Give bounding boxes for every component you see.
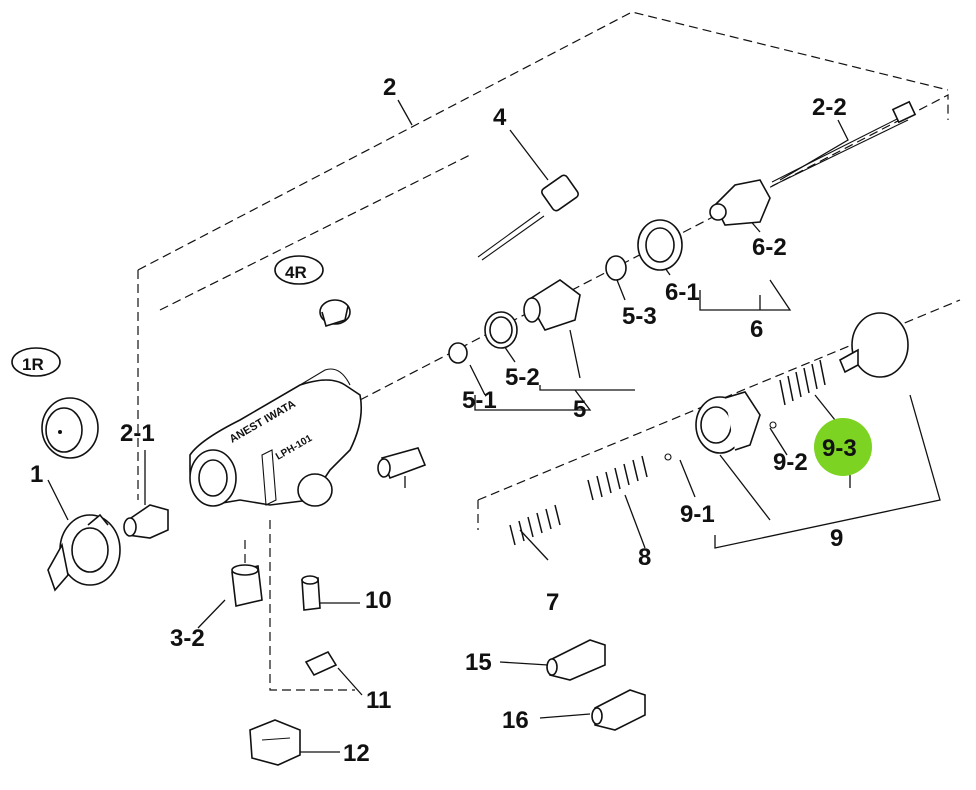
- label-1: 1: [30, 461, 43, 488]
- connector-15: [546, 639, 606, 681]
- label-9-1: 9-1: [680, 501, 715, 528]
- needle-packing-set: [637, 179, 771, 271]
- label-8: 8: [638, 544, 651, 571]
- packing-set: [448, 255, 627, 364]
- fluid-needle: [771, 100, 917, 187]
- label-5: 5: [573, 396, 586, 423]
- label-15: 15: [465, 649, 492, 676]
- connector-16: [591, 689, 646, 731]
- air-fitting: [231, 564, 263, 607]
- springs: [509, 455, 648, 546]
- label-5-3: 5-3: [622, 303, 657, 330]
- gun-body: ANEST IWATA LPH-101: [189, 368, 363, 507]
- adjusting-screw: [477, 174, 579, 261]
- small-fitting: [304, 650, 338, 677]
- air-cap-ring: [41, 397, 99, 459]
- label-10: 10: [365, 587, 392, 614]
- valve-set: [664, 312, 909, 461]
- label-4r-oval: [274, 255, 324, 285]
- label-9-3: 9-3: [822, 435, 857, 462]
- air-cap: [47, 513, 121, 592]
- fluid-nozzle: [123, 504, 169, 539]
- label-7: 7: [546, 589, 559, 616]
- label-6: 6: [750, 316, 763, 343]
- label-4: 4: [493, 104, 507, 131]
- label-12: 12: [343, 740, 370, 767]
- label-3-2: 3-2: [170, 625, 205, 652]
- label-9: 9: [830, 525, 843, 552]
- label-5-2: 5-2: [505, 364, 540, 391]
- label-2-2: 2-2: [812, 94, 847, 121]
- leader-lines: [47, 99, 941, 753]
- label-1r: 1R: [22, 355, 44, 374]
- label-16: 16: [502, 707, 529, 734]
- label-5-1: 5-1: [462, 387, 497, 414]
- label-9-2: 9-2: [773, 449, 808, 476]
- label-1r-oval: [11, 347, 61, 377]
- label-2: 2: [383, 74, 396, 101]
- plug: [301, 575, 321, 611]
- hook-clip: [249, 719, 301, 766]
- screw-cap: [319, 299, 351, 328]
- label-4r: 4R: [285, 263, 307, 282]
- label-6-2: 6-2: [752, 234, 787, 261]
- side-fitting: [377, 447, 427, 480]
- label-11: 11: [366, 687, 391, 714]
- label-2-1: 2-1: [120, 420, 155, 447]
- label-6-1: 6-1: [665, 279, 700, 306]
- highlight-marker: [814, 418, 872, 476]
- part-labels: 2 4 2-2 4R 1R 6-2 6-1 5-3 6 5-2 5-1 5 2-…: [22, 74, 857, 767]
